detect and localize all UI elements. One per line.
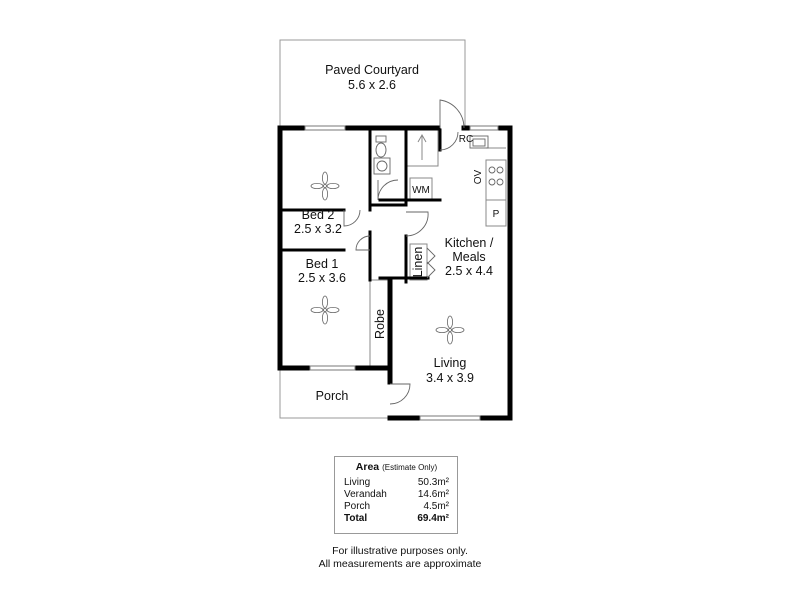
sink-icon: [469, 135, 489, 149]
area-row: Verandah 14.6m²: [344, 489, 449, 501]
area-row-label: Verandah: [344, 489, 387, 500]
courtyard-dims: 5.6 x 2.6: [348, 78, 396, 92]
porch-outline: [279, 370, 390, 419]
basin-icon: [373, 157, 391, 175]
area-row: Living 50.3m²: [344, 477, 449, 489]
area-row: Porch 4.5m²: [344, 501, 449, 513]
door-swings: [343, 99, 465, 405]
oven-label: OV: [473, 169, 484, 184]
kitchen-name-1: Kitchen /: [445, 236, 494, 250]
rc-label: RC: [459, 134, 473, 145]
porch-name: Porch: [316, 389, 349, 403]
wm-label: WM: [412, 185, 430, 196]
disclaimer: For illustrative purposes only. All meas…: [250, 545, 550, 571]
bed2-name: Bed 2: [302, 208, 335, 222]
robe-label: Robe: [373, 309, 387, 339]
area-title: Area (Estimate Only): [344, 461, 449, 473]
area-heading: Area: [355, 461, 380, 473]
bed1-name: Bed 1: [306, 257, 339, 271]
bed1-dims: 2.5 x 3.6: [298, 271, 346, 285]
area-row-value: 50.3m²: [417, 477, 449, 488]
pantry-label: P: [493, 209, 500, 220]
area-row-label: Porch: [344, 501, 371, 512]
linen-label: Linen: [411, 247, 425, 278]
living-name: Living: [434, 356, 467, 370]
area-row-label: Living: [344, 477, 371, 488]
area-row-value: 4.5m²: [423, 501, 449, 512]
toilet-icon: [375, 135, 387, 158]
area-note: (Estimate Only): [382, 463, 438, 472]
ceiling-fan-icon: [435, 315, 465, 345]
cooktop-icon: [488, 166, 504, 186]
kitchen-dims: 2.5 x 4.4: [445, 264, 493, 278]
kitchen-name-2: Meals: [452, 250, 485, 264]
disclaimer-line-2: All measurements are approximate: [318, 558, 482, 570]
area-total-row: Total 69.4m²: [344, 513, 449, 525]
area-summary: Area (Estimate Only) Living 50.3m² Veran…: [334, 456, 458, 534]
interior-walls: [278, 126, 442, 284]
bed2-dims: 2.5 x 3.2: [294, 222, 342, 236]
disclaimer-line-1: For illustrative purposes only.: [332, 545, 468, 557]
area-row-value: 14.6m²: [417, 489, 449, 500]
living-dims: 3.4 x 3.9: [426, 371, 474, 385]
area-total-value: 69.4m²: [417, 513, 449, 524]
area-total-label: Total: [344, 513, 368, 524]
ceiling-fan-icon: [310, 295, 340, 325]
courtyard-name: Paved Courtyard: [325, 63, 419, 77]
courtyard-outline: [279, 39, 466, 128]
ceiling-fan-icon: [310, 171, 340, 201]
windows: [304, 125, 499, 421]
